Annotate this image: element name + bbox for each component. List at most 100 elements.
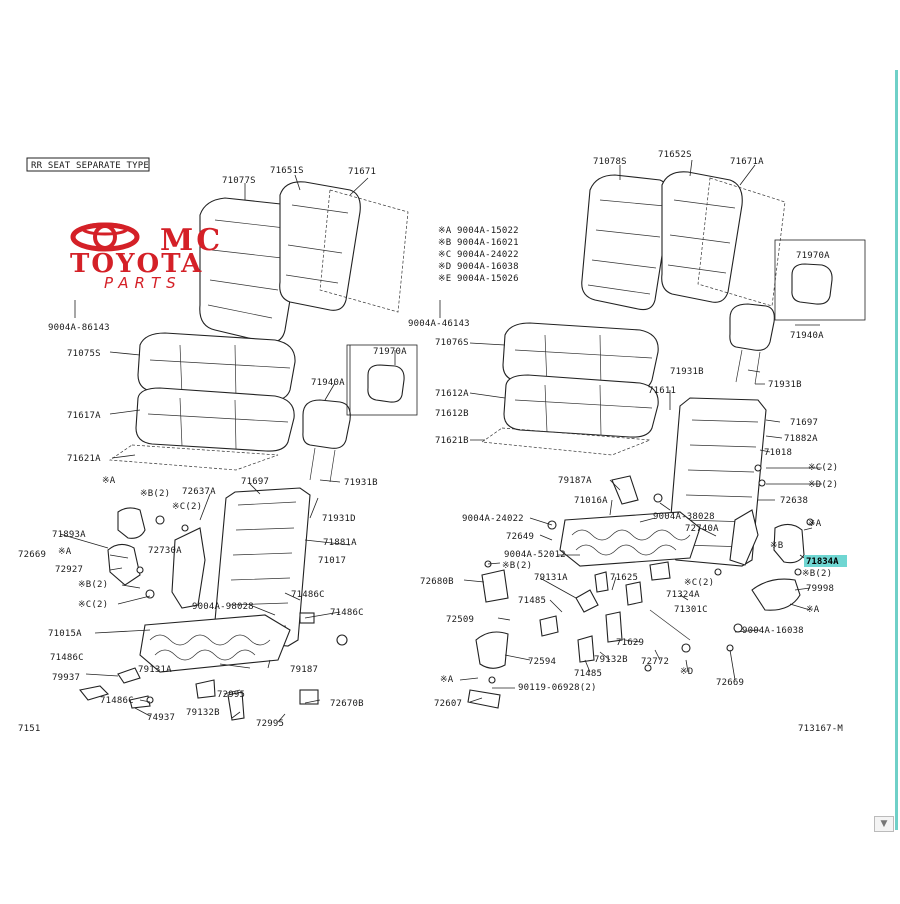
seat-type-box xyxy=(26,157,150,172)
part-label: 71486C xyxy=(330,608,364,618)
part-label: ※B(2) xyxy=(802,569,832,579)
part-label: 71940A xyxy=(790,331,824,341)
part-label: 71652S xyxy=(658,150,692,160)
part-label: 72637A xyxy=(182,487,216,497)
note-e: ※E 9004A-15026 xyxy=(438,274,519,284)
seat-type-label: RR SEAT SEPARATE TYPE xyxy=(31,161,149,171)
part-label: ※C(2) xyxy=(684,578,714,588)
part-label: 72680B xyxy=(420,577,454,587)
part-label: 71301C xyxy=(674,605,708,615)
right-seat-assembly xyxy=(439,159,866,709)
part-label: ※C(2) xyxy=(172,502,202,512)
part-label: 71970A xyxy=(796,251,830,261)
part-label: 71882A xyxy=(784,434,818,444)
part-label: 71625 xyxy=(610,573,638,583)
highlight-box xyxy=(804,555,847,567)
part-label: ※D xyxy=(680,667,693,677)
part-label: 71486C xyxy=(291,590,325,600)
watermark-line2: TOYOTA xyxy=(70,249,203,279)
part-label: 71931B xyxy=(344,478,378,488)
part-label: 72995 xyxy=(256,719,284,729)
part-label: 71893A xyxy=(52,530,86,540)
scroll-down-arrow-icon[interactable]: ▼ xyxy=(874,816,894,832)
note-a: ※A 9004A-15022 xyxy=(438,226,519,236)
part-label: 9004A-52012 xyxy=(504,550,566,560)
part-label: 72772 xyxy=(641,657,669,667)
part-label: 71697 xyxy=(790,418,818,428)
part-label: 71931B xyxy=(670,367,704,377)
part-label: ※A xyxy=(440,675,454,685)
part-label: 71078S xyxy=(593,157,627,167)
part-label: 90119-06928(2) xyxy=(518,683,597,693)
part-label: 72509 xyxy=(446,615,474,625)
part-label: 71611 xyxy=(648,386,676,396)
left-part-labels: 71077S 71651S 71671 9004A-86143 71075S 7… xyxy=(18,166,407,729)
part-label: 71077S xyxy=(222,176,256,186)
footer-right-code: 713167-M xyxy=(798,724,843,734)
part-label: 79937 xyxy=(52,673,80,683)
fastener-notes: ※A 9004A-15022 ※B 9004A-16021 ※C 9004A-2… xyxy=(438,226,519,284)
part-label: 71931B xyxy=(768,380,802,390)
part-label: 72669 xyxy=(18,550,46,560)
part-label: 71970A xyxy=(373,347,407,357)
part-label: 79187 xyxy=(290,665,318,675)
part-label: ※D(2) xyxy=(808,480,838,490)
part-label: 71671 xyxy=(348,167,376,177)
note-d: ※D 9004A-16038 xyxy=(438,262,519,272)
part-label: 79187A xyxy=(558,476,592,486)
footer-left-code: 7151 xyxy=(18,724,40,734)
part-label: 71324A xyxy=(666,590,700,600)
part-label: 72649 xyxy=(506,532,534,542)
note-c: ※C 9004A-24022 xyxy=(438,250,519,260)
part-label: 71016A xyxy=(574,496,608,506)
part-label: 71671A xyxy=(730,157,764,167)
part-label: 71612A xyxy=(435,389,469,399)
part-label: 72995 xyxy=(217,690,245,700)
watermark-line3: PARTS xyxy=(104,274,182,292)
part-label: ※B xyxy=(770,541,783,551)
part-label: 71621B xyxy=(435,436,469,446)
part-label: ※A xyxy=(808,519,822,529)
part-label: 71486C xyxy=(100,696,134,706)
part-label: 79998 xyxy=(806,584,834,594)
part-label: 9004A-24022 xyxy=(462,514,524,524)
part-label: 71621A xyxy=(67,454,101,464)
part-label: 71017 xyxy=(318,556,346,566)
part-label: 71629 xyxy=(616,638,644,648)
part-label: 79131A xyxy=(138,665,172,675)
part-label: 9004A-16038 xyxy=(742,626,804,636)
part-label: 74937 xyxy=(147,713,175,723)
part-label: ※A xyxy=(102,476,116,486)
part-label: 71015A xyxy=(48,629,82,639)
part-label: 71651S xyxy=(270,166,304,176)
right-part-labels: 71078S 71652S 71671A 9004A-46143 71076S … xyxy=(408,150,839,709)
part-label: 71940A xyxy=(311,378,345,388)
part-label: 71485 xyxy=(574,669,602,679)
part-label: 72927 xyxy=(55,565,83,575)
part-label: 9004A-46143 xyxy=(408,319,470,329)
part-label: 71881A xyxy=(323,538,357,548)
part-label: 71018 xyxy=(764,448,792,458)
part-label: 71486C xyxy=(50,653,84,663)
part-label: ※A xyxy=(806,605,820,615)
part-label: 72740A xyxy=(685,524,719,534)
part-label: 71075S xyxy=(67,349,101,359)
part-label: 72607 xyxy=(434,699,462,709)
part-label: ※B(2) xyxy=(78,580,108,590)
part-label: ※A xyxy=(58,547,72,557)
part-label: 9004A-98028 xyxy=(192,602,254,612)
left-seat-assembly xyxy=(59,174,418,723)
part-label: 9004A-86143 xyxy=(48,323,110,333)
part-label: ※B(2) xyxy=(140,489,170,499)
part-label: 72669 xyxy=(716,678,744,688)
part-label: 71697 xyxy=(241,477,269,487)
part-label: 71931D xyxy=(322,514,356,524)
watermark-line1: MC xyxy=(160,223,223,258)
part-label: ※B(2) xyxy=(502,561,532,571)
highlighted-part-label: 71834A xyxy=(806,557,839,567)
part-label: 72638 xyxy=(780,496,808,506)
part-label: 71617A xyxy=(67,411,101,421)
part-label: 79131A xyxy=(534,573,568,583)
